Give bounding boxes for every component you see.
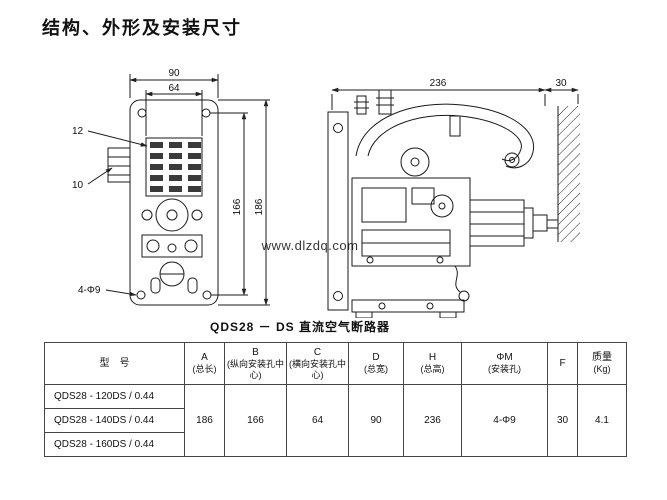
figure-caption: QDS28 － DS 直流空气断路器	[209, 320, 391, 334]
terminal-block	[107, 147, 131, 183]
dim-label-height-outer: 186	[254, 198, 265, 215]
col-header-f: F	[547, 342, 578, 385]
col-header-h: H(总高)	[403, 342, 462, 385]
front-mounting-plate	[129, 99, 219, 306]
terminal-studs	[354, 89, 394, 115]
value-cell-h: 236	[403, 384, 462, 457]
col-header-c: C(横向安装孔中心)	[286, 342, 349, 385]
dim-label-wall-offset: 30	[555, 78, 567, 89]
bottom-slot	[187, 277, 198, 294]
model-cell: QDS28 - 120DS / 0.44	[44, 384, 185, 409]
spec-table: 型 号 A(总长) B(纵向安装孔中心) C(横向安装孔中心) D(总宽) H(…	[44, 342, 627, 457]
arc-horn	[355, 103, 535, 177]
table-row: QDS28 - 160DS / 0.44	[44, 432, 627, 457]
bottom-slot	[150, 277, 161, 294]
front-view-dimensions: 90 64 12 10 166 186 4-Φ9	[72, 68, 270, 306]
arc-chute-block	[145, 137, 203, 197]
page-title: 结构、外形及安装尺寸	[42, 18, 242, 38]
side-mounting-plate	[327, 111, 349, 311]
dim-label-mount-holes: 4-Φ9	[78, 285, 101, 296]
col-header-model: 型 号	[44, 342, 185, 385]
wall-hatch	[558, 106, 580, 242]
col-header-d: D(总宽)	[348, 342, 404, 385]
dim-label-width-outer: 90	[168, 68, 180, 79]
mount-hole	[136, 290, 146, 300]
mechanism-block	[351, 177, 471, 267]
header-row: 型 号 A(总长) B(纵向安装孔中心) C(横向安装孔中心) D(总宽) H(…	[44, 342, 627, 385]
side-view	[327, 89, 580, 318]
table-row: QDS28 - 120DS / 0.44 186 166 64 90 236 4…	[44, 384, 627, 457]
pivot-circle	[155, 198, 189, 232]
col-header-a: A(总长)	[184, 342, 225, 385]
dim-label-depth: 236	[430, 78, 447, 89]
technical-drawing: 90 64 12 10 166 186 4-Φ9	[72, 68, 580, 318]
lower-bracket	[141, 234, 203, 258]
callout-label-12: 12	[72, 126, 84, 137]
value-cell-b: 166	[224, 384, 287, 457]
dim-label-height-inner: 166	[232, 198, 243, 215]
watermark-text: www.dlzdq.com	[261, 238, 359, 253]
value-cell-d: 90	[348, 384, 404, 457]
value-cell-f: 30	[547, 384, 578, 457]
table-row: QDS28 - 140DS / 0.44	[44, 408, 627, 433]
base-and-lead	[351, 265, 470, 318]
callout-label-10: 10	[72, 180, 84, 191]
col-header-b: B(纵向安装孔中心)	[224, 342, 287, 385]
col-header-phi-m: ΦM(安装孔)	[461, 342, 548, 385]
value-cell-weight: 4.1	[577, 384, 627, 457]
value-cell-m: 4-Φ9	[461, 384, 548, 457]
model-cell: QDS28 - 160DS / 0.44	[44, 432, 185, 457]
vent-slots	[150, 142, 201, 192]
coil-assembly	[469, 199, 558, 247]
col-header-weight: 质量(Kg)	[577, 342, 627, 385]
model-cell: QDS28 - 140DS / 0.44	[44, 408, 185, 433]
value-cell-c: 64	[286, 384, 349, 457]
side-view-dimensions: 236 30	[331, 78, 579, 110]
dim-label-width-inner: 64	[168, 83, 180, 94]
value-cell-a: 186	[184, 384, 225, 457]
front-view	[107, 99, 219, 306]
